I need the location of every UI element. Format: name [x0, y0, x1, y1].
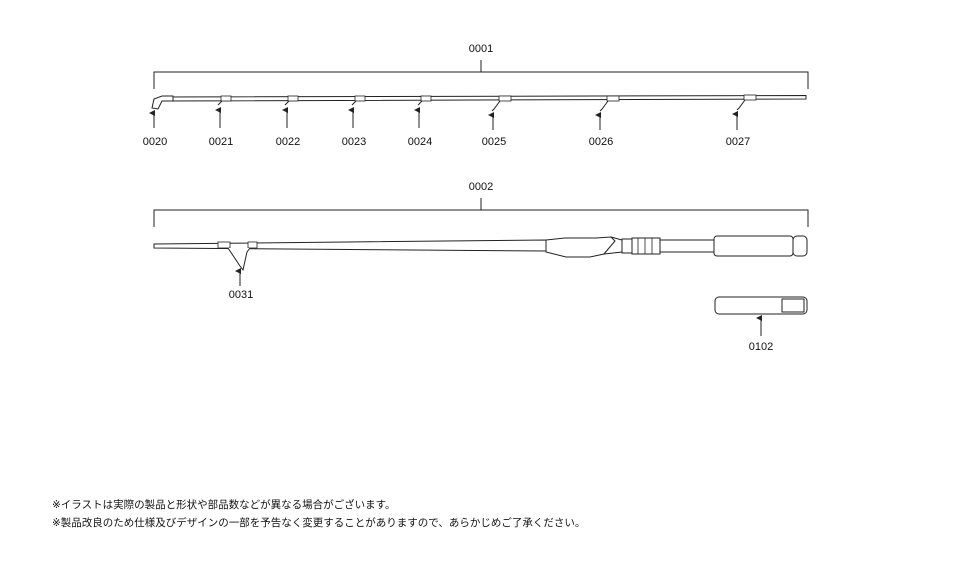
- guide-foot: [351, 100, 357, 106]
- butt-section-bracket: [153, 198, 809, 227]
- tip-section-bracket: [153, 60, 809, 89]
- butt-section-group: 0002 0031: [153, 181, 809, 301]
- butt-guide-front-wrap: [217, 241, 231, 249]
- guide-wrap: [743, 94, 757, 101]
- rear-shaft: [659, 239, 715, 253]
- accessory-group: 0102: [714, 296, 808, 353]
- butt-cap: [792, 235, 808, 257]
- disclaimer-note-illustration: ※イラストは実際の製品と形状や部品数などが異なる場合がございます。: [52, 499, 396, 511]
- butt-section-label: 0002: [469, 181, 493, 193]
- part-number-0102: 0102: [749, 341, 773, 353]
- rear-grip: [713, 235, 794, 257]
- butt-blank: [153, 239, 547, 252]
- guide-wrap: [606, 95, 620, 102]
- tip-section-label: 0001: [469, 43, 493, 55]
- part-number-0024: 0024: [408, 136, 432, 148]
- hook-keeper-window: [781, 298, 805, 313]
- guide-wrap: [220, 95, 232, 102]
- reel-seat: [545, 236, 616, 258]
- tip-section-group: 0001 0020 0021 0022 0023: [143, 43, 809, 148]
- part-number-0022: 0022: [276, 136, 300, 148]
- guide-wrap: [354, 95, 366, 102]
- guide-foot: [491, 100, 501, 112]
- disclaimer-note-specs: ※製品改良のため仕様及びデザインの一部を予告なく変更することがありますので、あら…: [52, 517, 586, 529]
- part-number-0026: 0026: [589, 136, 613, 148]
- guide-foot: [417, 100, 423, 106]
- top-guide: [151, 95, 174, 110]
- lock-nut: [621, 238, 633, 254]
- guide-wrap: [498, 95, 512, 102]
- part-number-0027: 0027: [726, 136, 750, 148]
- guide-wrap: [420, 95, 432, 102]
- butt-guide-frame: [227, 247, 251, 272]
- part-number-0020: 0020: [143, 136, 167, 148]
- part-number-0031: 0031: [229, 289, 253, 301]
- lock-nut-ring: [631, 237, 661, 255]
- tip-blank: [161, 94, 807, 102]
- guide-foot: [736, 99, 746, 111]
- part-number-0023: 0023: [342, 136, 366, 148]
- part-number-0021: 0021: [209, 136, 233, 148]
- guide-foot: [599, 100, 609, 112]
- guide-foot: [284, 100, 290, 106]
- butt-guide-rear-wrap: [247, 241, 258, 249]
- part-number-0025: 0025: [482, 136, 506, 148]
- guide-wrap: [287, 95, 299, 102]
- guide-foot: [217, 100, 223, 106]
